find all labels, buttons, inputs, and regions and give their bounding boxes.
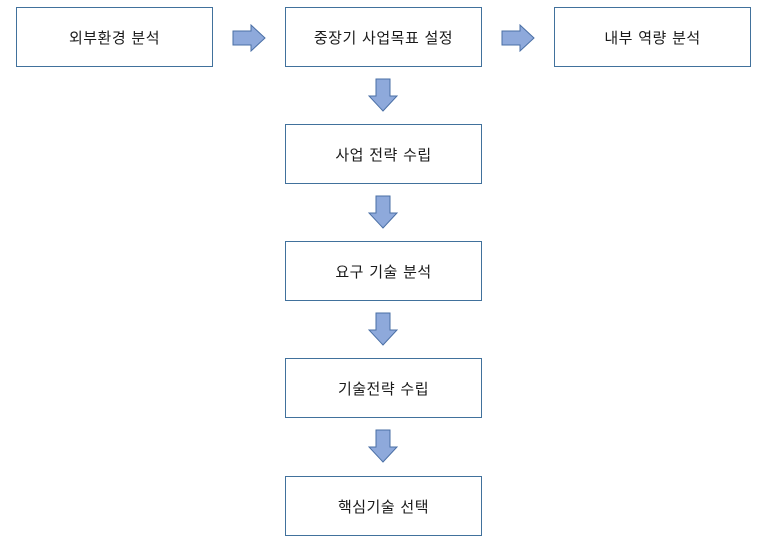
box-label: 중장기 사업목표 설정 — [313, 28, 454, 47]
box-label: 요구 기술 분석 — [335, 262, 432, 281]
box-external-analysis: 외부환경 분석 — [16, 7, 213, 67]
down-arrow-icon — [368, 195, 398, 229]
box-label: 사업 전략 수립 — [335, 145, 432, 164]
right-arrow-icon — [232, 24, 266, 52]
box-midterm-goal: 중장기 사업목표 설정 — [285, 7, 482, 67]
box-label: 내부 역량 분석 — [604, 28, 701, 47]
box-label: 핵심기술 선택 — [337, 497, 430, 516]
down-arrow-icon — [368, 429, 398, 463]
down-arrow-icon — [368, 312, 398, 346]
box-label: 외부환경 분석 — [68, 28, 161, 47]
box-label: 기술전략 수립 — [337, 379, 430, 398]
box-tech-strategy: 기술전략 수립 — [285, 358, 482, 418]
box-required-tech: 요구 기술 분석 — [285, 241, 482, 301]
right-arrow-icon — [501, 24, 535, 52]
box-business-strategy: 사업 전략 수립 — [285, 124, 482, 184]
box-core-tech: 핵심기술 선택 — [285, 476, 482, 536]
box-internal-capability: 내부 역량 분석 — [554, 7, 751, 67]
down-arrow-icon — [368, 78, 398, 112]
